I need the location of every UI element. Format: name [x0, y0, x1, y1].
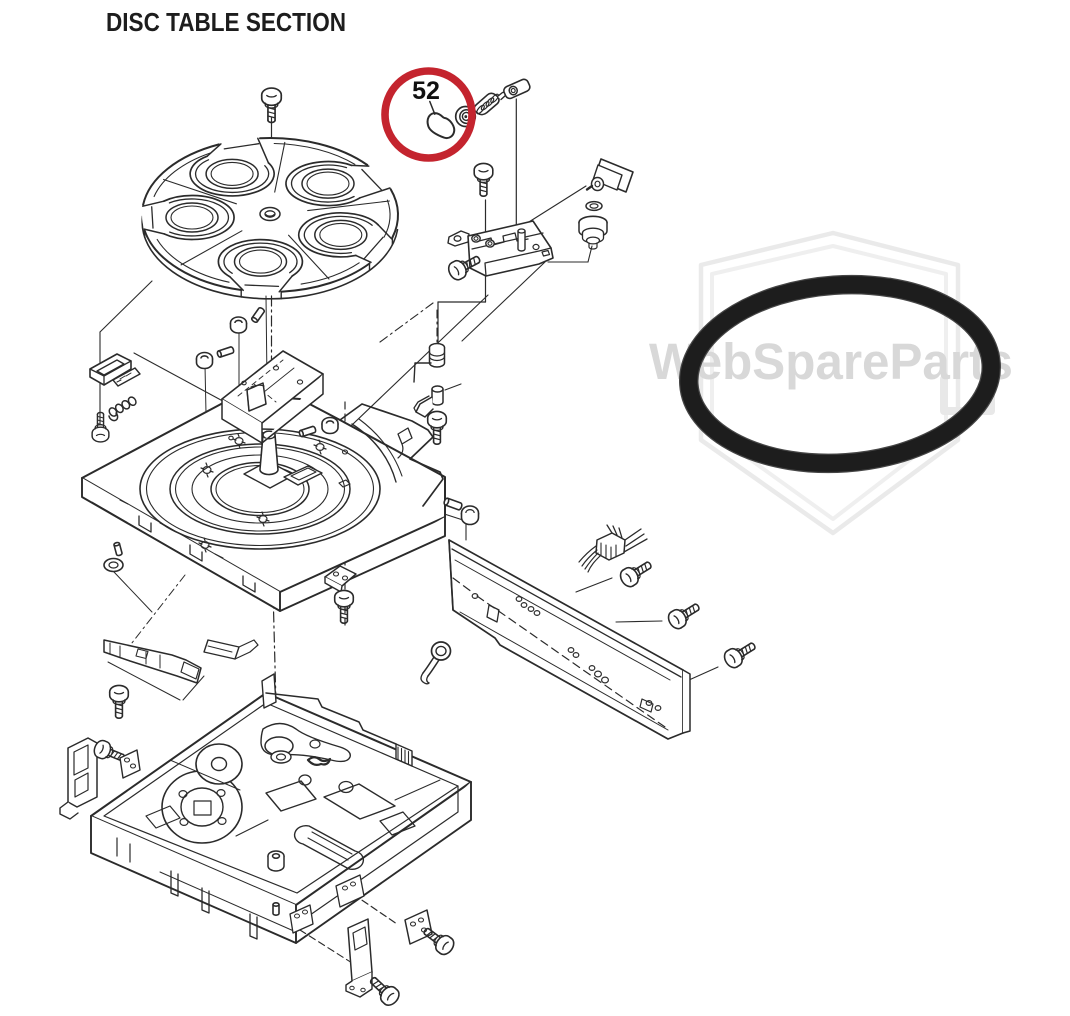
- svg-text:52: 52: [412, 77, 440, 105]
- svg-text:DISC TABLE SECTION: DISC TABLE SECTION: [106, 7, 346, 37]
